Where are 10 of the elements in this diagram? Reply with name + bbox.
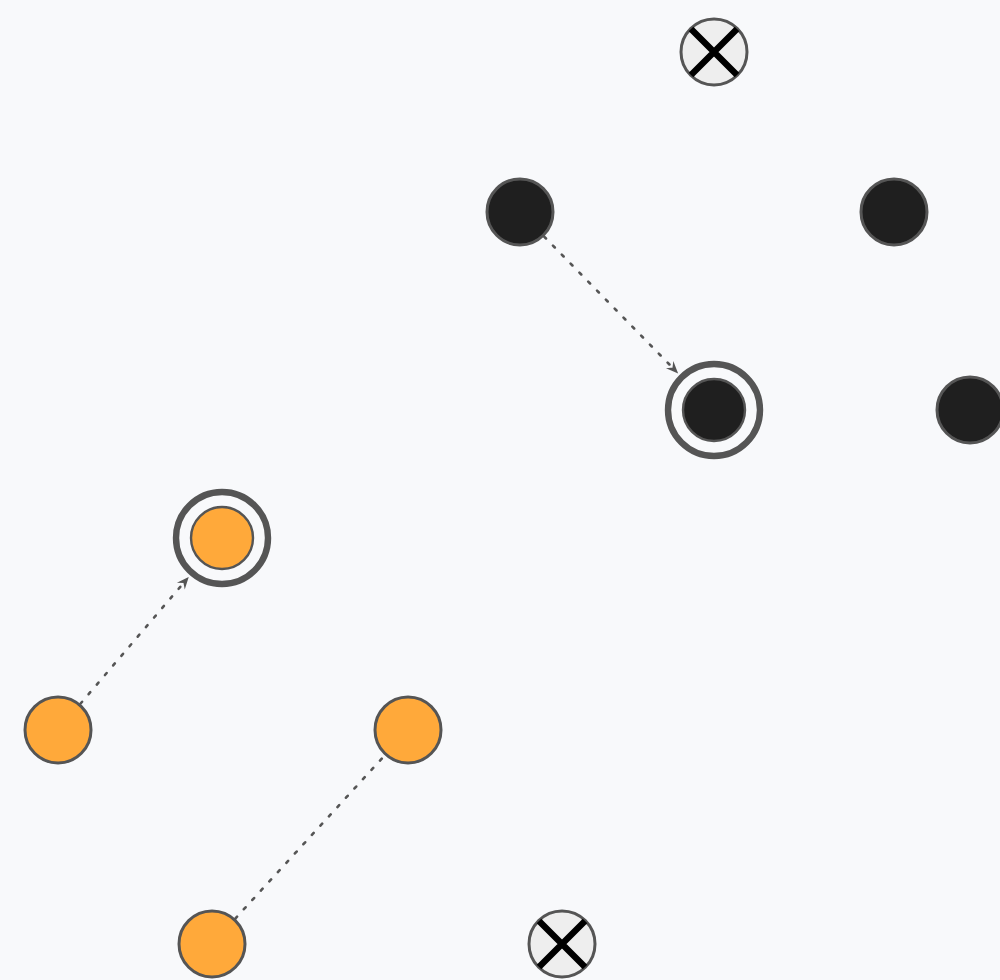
ringed-circle-marker bbox=[172, 488, 272, 588]
ringed-circle-marker bbox=[664, 360, 764, 460]
circle-marker bbox=[935, 375, 1000, 445]
circle-marker bbox=[485, 177, 555, 247]
crossed-circle-marker bbox=[679, 17, 749, 87]
crossed-circle-marker bbox=[527, 909, 597, 979]
circle-marker bbox=[859, 177, 929, 247]
circle-marker bbox=[373, 695, 443, 765]
circle-marker bbox=[23, 695, 93, 765]
circle-marker bbox=[177, 909, 247, 979]
